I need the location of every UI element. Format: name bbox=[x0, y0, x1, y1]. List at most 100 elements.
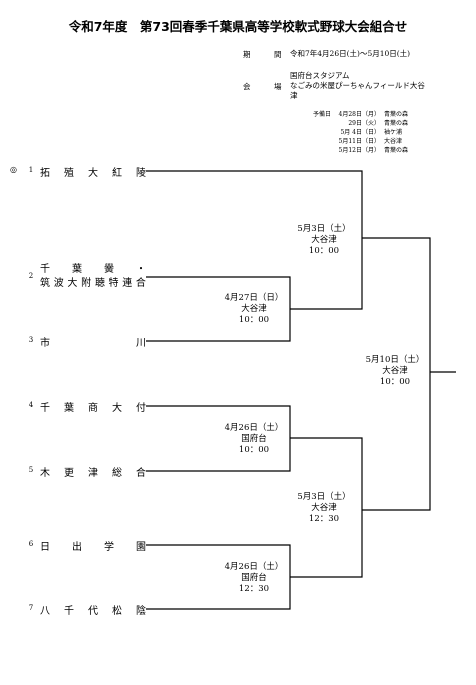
match-date: 4月26日（土） bbox=[224, 423, 284, 433]
team-name-3: 市川 bbox=[40, 334, 146, 349]
bracket-line-s2 bbox=[362, 372, 431, 511]
spare-date: 5月11日（日） bbox=[338, 138, 380, 145]
team-number: 6 bbox=[28, 540, 34, 548]
match-time: 10：00 bbox=[379, 377, 411, 387]
match-info-r1b: 4月26日（土） 国府台 10：00 bbox=[214, 423, 294, 456]
team-char: 陰 bbox=[136, 606, 146, 617]
match-venue: 国府台 bbox=[241, 434, 267, 444]
team-name-7: 八千代松陰 bbox=[40, 602, 146, 617]
spare-date: 5月 4日（日） bbox=[340, 129, 380, 136]
team-char: 更 bbox=[64, 468, 74, 479]
team-char: 学 bbox=[104, 542, 114, 553]
team-char: 日 bbox=[40, 542, 50, 553]
bracket-line-team1 bbox=[146, 170, 363, 238]
team-char: 大 bbox=[112, 403, 122, 414]
spare-date: 4月28日（月） bbox=[338, 111, 380, 118]
team-name-6: 日出学園 bbox=[40, 538, 146, 553]
seed-mark: ◎ bbox=[10, 165, 17, 174]
team-char: 特 bbox=[108, 278, 119, 289]
team-number: 3 bbox=[28, 336, 34, 344]
spare-venue: 袖ケ浦 bbox=[384, 129, 403, 136]
team-char: ・ bbox=[136, 264, 146, 275]
period-label: 期 間 bbox=[243, 50, 290, 59]
match-time: 10：00 bbox=[308, 246, 340, 256]
spare-day-row: 5月12日（月）青葉の森 bbox=[302, 146, 408, 155]
team-number: 2 bbox=[28, 272, 34, 280]
match-time: 12：30 bbox=[238, 584, 270, 594]
team-char: 千 bbox=[40, 403, 50, 414]
spare-days-list: 4月28日（月） 青葉の森 29日（火） 青葉の森 5月 4日（日） 袖ケ浦 5月11… bbox=[302, 110, 408, 155]
match-date: 5月3日（土） bbox=[297, 224, 351, 234]
match-info-qf1: 5月3日（土） 大谷津 10：00 bbox=[284, 224, 364, 257]
period-value: 令和7年4月26日(土)～5月10日(土) bbox=[290, 49, 411, 58]
team-char: 拓 bbox=[40, 168, 50, 179]
team-name-1: 拓殖大紅陵 bbox=[40, 164, 146, 179]
team-char: 八 bbox=[40, 606, 50, 617]
team-char: 聴 bbox=[94, 278, 105, 289]
team-name-2: 千 葉 黌 ・ 筑波大附聴特連合 bbox=[40, 263, 146, 291]
bracket-line-w23 bbox=[290, 238, 363, 310]
team-name-line: 千 葉 黌 ・ bbox=[40, 263, 146, 277]
team-char: 黌 bbox=[104, 264, 114, 275]
venue-list: 国府台スタジアム なごみの米屋ぴーちゃんフィールド大谷 津 bbox=[290, 71, 425, 101]
venue-line: 津 bbox=[290, 91, 298, 100]
team-char: 商 bbox=[88, 403, 98, 414]
team-char: 千 bbox=[40, 264, 50, 275]
team-char: 殖 bbox=[64, 168, 74, 179]
match-time: 12：30 bbox=[308, 514, 340, 524]
spare-venue: 青葉の森 bbox=[384, 120, 409, 127]
spare-venue: 大谷津 bbox=[384, 138, 403, 145]
team-char: 葉 bbox=[64, 403, 74, 414]
match-time: 10：00 bbox=[238, 445, 270, 455]
team-char: 葉 bbox=[72, 264, 82, 275]
spare-venue: 青葉の森 bbox=[384, 147, 409, 154]
match-date: 4月26日（土） bbox=[224, 562, 284, 572]
team-char: 松 bbox=[112, 606, 122, 617]
team-char: 川 bbox=[136, 338, 146, 349]
spare-date: 29日（火） bbox=[348, 120, 380, 127]
spare-days-label: 予備日 bbox=[313, 111, 332, 118]
team-char: 波 bbox=[53, 278, 64, 289]
team-number: 1 bbox=[28, 166, 34, 174]
team-char: 津 bbox=[88, 468, 98, 479]
page-title: 令和7年度 第73回春季千葉県高等学校軟式野球大会組合せ bbox=[68, 19, 408, 34]
match-info-r1c: 4月26日（土） 国府台 12：30 bbox=[214, 562, 294, 595]
team-char: 代 bbox=[88, 606, 98, 617]
venue-line: なごみの米屋ぴーちゃんフィールド大谷 bbox=[290, 81, 425, 90]
team-char: 園 bbox=[136, 542, 146, 553]
match-time: 10：00 bbox=[238, 315, 270, 325]
match-date: 4月27日（日） bbox=[224, 293, 284, 303]
bracket-semi1 bbox=[362, 237, 431, 372]
team-name-5: 木更津総合 bbox=[40, 464, 146, 479]
team-char: 千 bbox=[64, 606, 74, 617]
team-char: 総 bbox=[112, 468, 122, 479]
venue-label: 会 場 bbox=[243, 82, 290, 91]
team-number: 5 bbox=[28, 466, 34, 474]
team-char: 連 bbox=[122, 278, 133, 289]
spare-day-row: 29日（火） 青葉の森 bbox=[302, 119, 408, 128]
spare-day-row: 5月11日（日） 大谷津 bbox=[302, 137, 408, 146]
match-venue: 大谷津 bbox=[311, 503, 337, 513]
team-char: 付 bbox=[136, 403, 146, 414]
team-char: 筑 bbox=[40, 278, 50, 289]
team-number: 7 bbox=[28, 604, 34, 612]
team-char: 木 bbox=[40, 468, 50, 479]
match-info-final: 5月10日（土） 大谷津 10：00 bbox=[355, 355, 435, 388]
match-date: 5月10日（土） bbox=[365, 355, 425, 365]
match-info-r1a: 4月27日（日） 大谷津 10：00 bbox=[214, 293, 294, 326]
team-char: 市 bbox=[40, 338, 50, 349]
match-venue: 大谷津 bbox=[382, 366, 408, 376]
team-char: 出 bbox=[72, 542, 82, 553]
spare-venue: 青葉の森 bbox=[384, 111, 409, 118]
team-char: 合 bbox=[135, 278, 146, 289]
match-date: 5月3日（土） bbox=[297, 492, 351, 502]
team-name-4: 千葉商大付 bbox=[40, 399, 146, 414]
team-char: 陵 bbox=[136, 168, 146, 179]
team-char: 紅 bbox=[112, 168, 122, 179]
match-venue: 大谷津 bbox=[241, 304, 267, 314]
spare-day-row: 5月 4日（日） 袖ケ浦 bbox=[302, 128, 408, 137]
team-name-line: 筑波大附聴特連合 bbox=[40, 277, 146, 291]
team-char: 大 bbox=[88, 168, 98, 179]
venue-line: 国府台スタジアム bbox=[290, 71, 350, 80]
